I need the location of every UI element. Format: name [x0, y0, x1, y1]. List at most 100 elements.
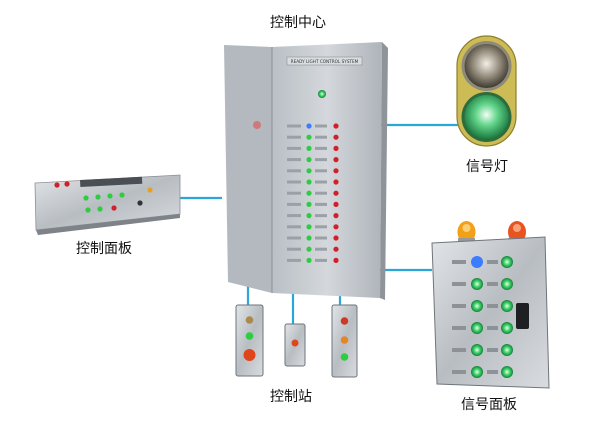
- control-panel-led: [64, 181, 70, 187]
- signal-panel-lamp: [501, 344, 513, 356]
- cabinet-led-array: [287, 123, 339, 263]
- signal-panel-label: [487, 304, 498, 308]
- cabinet-led-red: [333, 179, 339, 185]
- cabinet-label-strip: [315, 180, 327, 184]
- label-signal-panel: 信号面板: [461, 397, 517, 413]
- signal-panel-label: [452, 326, 466, 330]
- cabinet-label-strip: [287, 191, 301, 195]
- signal-panel-lamp: [501, 322, 513, 334]
- cabinet-led-green: [306, 179, 312, 185]
- cabinet-led-green: [306, 134, 312, 140]
- signal-panel-lamp: [471, 366, 483, 378]
- control-panel-led: [119, 192, 125, 198]
- label-control-station: 控制站: [270, 389, 312, 405]
- cabinet-led-red: [333, 145, 339, 151]
- cabinet-label-strip: [315, 202, 327, 206]
- cabinet-label-strip: [315, 191, 327, 195]
- cabinet-led-green: [306, 224, 312, 230]
- signal-panel-lamp: [471, 278, 483, 290]
- signal-panel-lamp: [501, 278, 513, 290]
- cabinet-led-green: [306, 235, 312, 241]
- cabinet-label-strip: [287, 225, 301, 229]
- signal-panel-label: [487, 348, 498, 352]
- signal-panel-leds: [452, 256, 513, 378]
- control-center-cabinet: READY LIGHT CONTROL SYSTEM: [224, 42, 388, 300]
- signal-lamp-bottom: [464, 95, 509, 139]
- cabinet-led-red: [333, 224, 339, 230]
- cabinet-label-strip: [287, 135, 301, 139]
- station1-button-top: [245, 316, 254, 324]
- signal-panel-lamp: [501, 300, 513, 312]
- cabinet-led-green: [306, 168, 312, 174]
- cabinet-led-green: [306, 157, 312, 163]
- control-panel-led: [97, 206, 103, 212]
- cabinet-led-red: [333, 190, 339, 196]
- cabinet-label-strip: [315, 236, 327, 240]
- cabinet-led-red: [333, 201, 339, 207]
- station1-button-green: [245, 332, 254, 340]
- cabinet-label-strip: [287, 247, 301, 251]
- station3-button-orange: [340, 336, 349, 344]
- signal-panel-label: [452, 260, 466, 264]
- control-station-3: [331, 304, 358, 378]
- signal-panel-label: [487, 326, 498, 330]
- signal-panel-label: [452, 348, 466, 352]
- control-station-2: [284, 323, 306, 367]
- cabinet-nameplate: [286, 56, 363, 66]
- cabinet-label-strip: [315, 169, 327, 173]
- cabinet-label-strip: [315, 258, 327, 262]
- cabinet-label-strip: [287, 158, 301, 162]
- cabinet-led-green: [306, 123, 312, 129]
- cabinet-led-green: [306, 201, 312, 207]
- control-panel-led: [111, 205, 117, 211]
- cabinet-led-red: [333, 213, 339, 219]
- cabinet-led-red: [333, 257, 339, 263]
- signal-panel-label: [487, 260, 498, 264]
- station3-button-green: [340, 353, 349, 361]
- cabinet-label-strip: [315, 135, 327, 139]
- signal-panel-device: [431, 221, 550, 389]
- signal-panel-label: [452, 304, 466, 308]
- cabinet-led-green: [306, 257, 312, 263]
- cabinet-led-red: [333, 235, 339, 241]
- cabinet-led-green: [306, 145, 312, 151]
- cabinet-label-strip: [287, 180, 301, 184]
- cabinet-led-green: [306, 190, 312, 196]
- cabinet-label-strip: [315, 247, 327, 251]
- control-panel-leds: [54, 181, 153, 213]
- control-panel-device: [34, 174, 181, 235]
- cabinet-label-strip: [315, 158, 327, 162]
- cabinet-led-green: [306, 246, 312, 252]
- control-panel-led: [147, 187, 153, 193]
- cabinet-label-strip: [287, 202, 301, 206]
- signal-panel-label: [487, 370, 498, 374]
- control-panel-led: [54, 182, 60, 188]
- control-panel-led: [107, 193, 113, 199]
- control-panel-led: [83, 195, 89, 201]
- cabinet-status-led: [318, 90, 326, 98]
- cabinet-led-red: [333, 123, 339, 129]
- cabinet-led-red: [333, 134, 339, 140]
- signal-panel-label: [452, 282, 466, 286]
- signal-light: [456, 35, 517, 147]
- cabinet-led-green: [306, 213, 312, 219]
- cabinet-label-strip: [287, 214, 301, 218]
- signal-panel-label: [487, 282, 498, 286]
- control-panel-led: [85, 207, 91, 213]
- signal-panel-keyswitch: [516, 303, 529, 329]
- cabinet-label-strip: [315, 214, 327, 218]
- cabinet-led-red: [333, 246, 339, 252]
- signal-panel-lamp: [501, 366, 513, 378]
- station1-button-red: [243, 349, 256, 361]
- signal-panel-lamp: [471, 256, 483, 268]
- signal-panel-lamp: [471, 300, 483, 312]
- cabinet-label-strip: [287, 258, 301, 262]
- label-control-panel: 控制面板: [76, 241, 132, 257]
- signal-panel-label: [452, 370, 466, 374]
- cabinet-label-strip: [315, 225, 327, 229]
- control-station-1: [235, 304, 264, 377]
- signal-lamp-top: [464, 44, 509, 88]
- label-signal-light: 信号灯: [466, 159, 508, 175]
- signal-panel-lamp: [471, 322, 483, 334]
